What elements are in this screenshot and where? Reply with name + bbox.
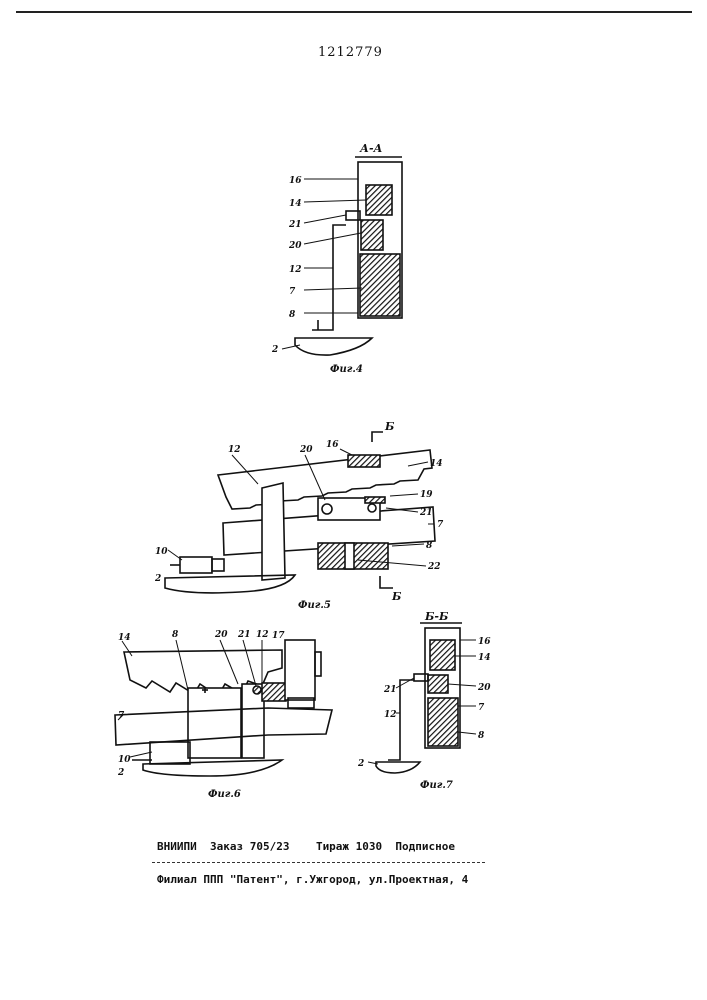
fig7-bar-7	[428, 698, 458, 746]
fig7-label: 14	[478, 653, 491, 663]
fig4-label: 8	[289, 310, 296, 320]
imprint-divider	[152, 862, 485, 863]
fig6-pin-21	[253, 686, 261, 694]
fig5-label: 2	[154, 574, 161, 584]
fig6-label: 10	[118, 755, 131, 765]
fig5-block-16	[348, 455, 380, 467]
fig4-label: 2	[271, 345, 278, 355]
fig7-label: 2	[357, 759, 364, 769]
fig4-bar-7	[360, 254, 400, 316]
fig4-pawl-20	[361, 220, 383, 250]
fig4-label: 21	[288, 220, 302, 230]
fig7-caption: Фиг.7	[420, 780, 453, 791]
fig6-label: 20	[214, 630, 228, 640]
fig4-caption: Фиг.4	[330, 364, 363, 375]
figure-7	[368, 623, 476, 773]
fig4-label: 7	[289, 287, 296, 297]
fig7-label: 21	[383, 685, 397, 695]
fig6-carriage-8	[188, 688, 241, 758]
fig6-handle-17	[285, 640, 315, 700]
fig6-label: 21	[237, 630, 251, 640]
fig7-label: 12	[384, 710, 397, 720]
fig5-section-mark-top	[372, 432, 383, 442]
fig7-label: 20	[477, 683, 491, 693]
fig5-label: 22	[427, 562, 441, 572]
fig6-label: 7	[118, 711, 125, 721]
fig5-label: 21	[419, 508, 433, 518]
fig4-label: 14	[289, 199, 302, 209]
figure-5	[165, 432, 435, 593]
imprint-line-2: Филиал ППП "Патент", г.Ужгород, ул.Проек…	[157, 873, 468, 886]
fig7-pin-21	[414, 674, 428, 681]
fig4-section-label: А-А	[359, 142, 383, 155]
fig5-caption: Фиг.5	[298, 600, 331, 611]
fig4-label: 12	[289, 265, 302, 275]
fig5-label: 12	[228, 445, 241, 455]
fig5-label: 7	[437, 520, 444, 530]
fig7-label: 16	[478, 637, 491, 647]
fig5-lever-12	[262, 483, 285, 580]
fig7-label: 7	[478, 703, 485, 713]
fig7-pawl-20	[428, 675, 448, 693]
fig7-base-2	[376, 762, 420, 773]
fig6-label: 12	[256, 630, 269, 640]
fig5-label: 16	[326, 440, 339, 450]
fig4-rack-14	[366, 185, 392, 215]
fig5-label: 14	[430, 459, 443, 469]
fig5-label: 10	[155, 547, 168, 557]
fig6-base-2	[143, 760, 282, 776]
fig4-base-2	[295, 338, 372, 355]
fig5-label: 19	[420, 490, 433, 500]
fig4-label: 16	[289, 176, 302, 186]
fig7-label: 8	[478, 731, 485, 741]
fig6-lever-12	[242, 684, 264, 758]
fig6-label: 8	[172, 630, 179, 640]
fig5-section-letter-bottom: Б	[391, 590, 402, 603]
fig5-label: 20	[299, 445, 313, 455]
fig5-section-mark-bottom	[380, 576, 393, 588]
fig4-lever-12	[312, 225, 346, 330]
fig6-motor-10	[150, 742, 190, 764]
fig5-section-letter-top: Б	[384, 420, 395, 433]
fig5-label: 8	[426, 541, 433, 551]
fig5-labels: 12 20 16 14 19 21 7 8 22 10 2 Б Б Фиг.5	[154, 420, 444, 611]
fig4-labels: 16 14 21 20 12 7 8 2 Фиг.4	[271, 176, 363, 375]
fig5-spring-19	[365, 497, 385, 503]
fig5-motor-10	[180, 557, 212, 573]
fig6-caption: Фиг.6	[208, 789, 241, 800]
fig4-label: 20	[288, 241, 302, 251]
figure-6	[115, 640, 332, 776]
imprint-line-1: ВНИИПИ Заказ 705/23 Тираж 1030 Подписное	[157, 840, 455, 853]
fig6-label: 14	[118, 633, 131, 643]
fig7-rack-14	[430, 640, 455, 670]
fig7-section-label: Б-Б	[424, 610, 449, 623]
fig6-label: 17	[272, 631, 285, 641]
fig6-label: 2	[117, 768, 124, 778]
